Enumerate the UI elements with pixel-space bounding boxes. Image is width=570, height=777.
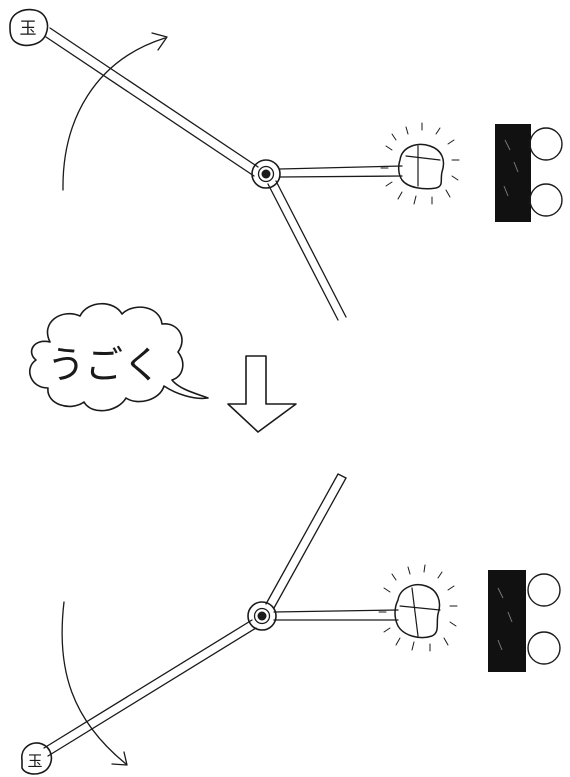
stage-before: 玉 <box>9 8 563 321</box>
down-arrow-icon <box>227 355 297 433</box>
speech-bubble-icon: うごく <box>28 302 209 412</box>
ball-label: 玉 <box>27 752 42 770</box>
pendulum-arm-lower <box>267 180 347 321</box>
pendulum-arm-lower <box>43 619 257 757</box>
pivot-icon <box>247 601 277 631</box>
swing-arrow-icon <box>61 601 128 766</box>
stage-after: 玉 <box>21 473 561 775</box>
bubble-text: うごく <box>47 343 161 387</box>
ball-icon: 玉 <box>21 742 53 775</box>
pendulum-arm-upper <box>265 473 347 609</box>
bell-block-icon <box>495 124 563 222</box>
bell-block-icon <box>488 570 561 672</box>
ball-icon: 玉 <box>9 8 49 47</box>
ball-label: 玉 <box>20 19 37 39</box>
swing-arrow-icon <box>62 32 168 191</box>
pendulum-arm-right <box>279 165 403 178</box>
hammer-head-icon <box>378 564 458 652</box>
hammer-head-icon <box>380 122 460 205</box>
pendulum-arm-upper <box>45 27 259 177</box>
pivot-icon <box>251 159 281 189</box>
pendulum-arm-right <box>273 609 399 621</box>
